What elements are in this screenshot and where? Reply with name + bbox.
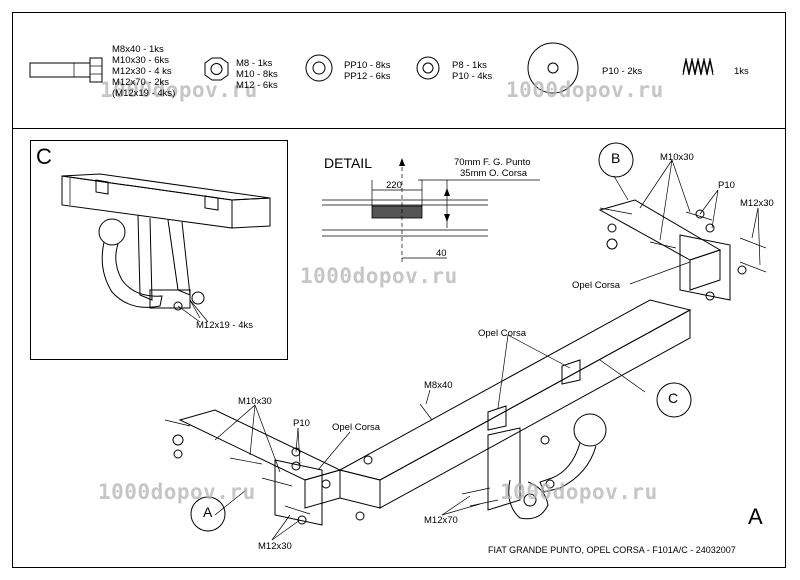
- detail-c-box: [30, 140, 288, 360]
- view-a-letter: A: [203, 504, 213, 520]
- bolt-list: M8x40 - 1ks M10x30 - 6ks M12x30 - 4 ks M…: [112, 44, 175, 99]
- bolt-list-item: M12x70 - 2ks: [112, 77, 170, 88]
- bolt-set-b: [599, 207, 767, 301]
- bolt-list-item: M12x30 - 4 ks: [112, 66, 172, 77]
- p-washer-item: P8 - 1ks: [452, 60, 487, 71]
- bolt-list-item: M8x40 - 1ks: [112, 44, 164, 55]
- big-washer-icon: [527, 42, 579, 94]
- view-b-letter: B: [611, 150, 621, 166]
- detail-title: DETAIL: [324, 155, 372, 171]
- nut-icon: [204, 57, 229, 81]
- nut-list-item: M10 - 8ks: [236, 69, 278, 80]
- watermark-2: 1000dopov.ru: [506, 78, 664, 102]
- spring-washer-icon: [682, 57, 714, 76]
- callout-a-m12x30: M12x30: [258, 541, 292, 552]
- callout-opel-corsa-a: Opel Corsa: [332, 422, 381, 433]
- nut-list-item: M12 - 6ks: [236, 80, 278, 91]
- view-a-corner-label: A: [748, 504, 763, 529]
- callout-b-m12x30: M12x30: [740, 198, 774, 209]
- bolt-list-item: (M12x19 - 4ks): [112, 88, 176, 99]
- view-a-marker: [190, 496, 226, 532]
- callout-m8x40: M8x40: [424, 380, 453, 391]
- detail-dim-220: 220: [386, 180, 402, 191]
- view-c-label: C: [36, 144, 52, 169]
- detail-note-2: 35mm O. Corsa: [460, 168, 528, 179]
- detail-c-hitch-drawing: [61, 173, 271, 323]
- drawing-footer: FIAT GRANDE PUNTO, OPEL CORSA - F101A/C …: [488, 545, 736, 555]
- p-washer-item: P10 - 4ks: [452, 71, 493, 82]
- bolt-icon: [29, 57, 103, 83]
- nut-list: M8 - 1ks M10 - 8ks M12 - 6ks: [236, 58, 278, 91]
- pp-washer-icon: [305, 54, 333, 82]
- detail-section-drawing: [322, 158, 540, 265]
- watermark-1: 1000dopov.ru: [100, 78, 258, 102]
- callout-a-m10x30: M10x30: [238, 396, 272, 407]
- bolt-set-mid: [419, 403, 555, 507]
- detail-note-1: 70mm F. G. Punto: [454, 157, 531, 168]
- view-c-marker: [656, 382, 692, 418]
- main-hitch-drawing: [178, 199, 731, 526]
- pp-washer-item: PP12 - 6ks: [344, 71, 391, 82]
- bolt-list-item: M10x30 - 6ks: [112, 55, 170, 66]
- callout-opel-corsa-b: Opel Corsa: [572, 280, 621, 291]
- nut-list-item: M8 - 1ks: [236, 58, 273, 69]
- view-b-marker: [598, 142, 634, 178]
- callout-m12x19: M12x19 - 4ks: [196, 320, 254, 331]
- p-washer-icon: [416, 56, 440, 80]
- watermark-5: 1000dopov.ru: [500, 480, 658, 504]
- callout-b-p10: P10: [718, 180, 735, 191]
- watermark-4: 1000dopov.ru: [98, 480, 256, 504]
- callout-m12x70: M12x70: [424, 515, 458, 526]
- pp-washer-list: PP10 - 8ks PP12 - 6ks: [344, 60, 390, 82]
- pp-washer-item: PP10 - 8ks: [344, 60, 391, 71]
- big-washer-label: P10 - 2ks: [602, 66, 643, 77]
- callout-b-m10x30: M10x30: [660, 152, 694, 163]
- view-c-letter: C: [668, 390, 679, 406]
- leader-lines: [189, 159, 761, 541]
- callout-a-p10: P10: [293, 418, 310, 429]
- parts-divider: [12, 128, 786, 129]
- p-washer-list: P8 - 1ks P10 - 4ks: [452, 60, 492, 82]
- drawing-frame: [12, 12, 786, 568]
- spring-label: 1ks: [734, 66, 749, 77]
- bolt-set-a: [164, 419, 373, 525]
- watermark-3: 1000dopov.ru: [300, 264, 458, 288]
- callout-opel-corsa-mid: Opel Corsa: [478, 328, 527, 339]
- detail-dim-40: 40: [436, 248, 447, 259]
